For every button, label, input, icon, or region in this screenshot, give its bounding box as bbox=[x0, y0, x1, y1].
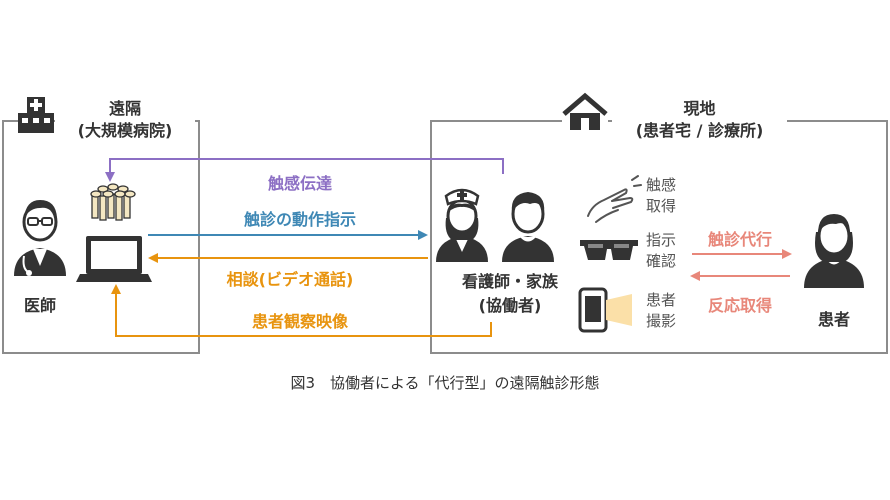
exam-instruction-label: 触診の動作指示 bbox=[243, 210, 356, 229]
patient-icon bbox=[804, 214, 864, 288]
haptic-transmission-label: 触感伝達 bbox=[267, 174, 332, 193]
filming-line-2: 撮影 bbox=[646, 312, 677, 330]
proxy-palpation-label: 触診代行 bbox=[707, 230, 772, 249]
remote-site-subtitle: (大規模病院) bbox=[77, 121, 173, 140]
tactile-array-icon bbox=[90, 183, 136, 221]
response-acquisition-label: 反応取得 bbox=[707, 296, 772, 315]
smartphone-icon bbox=[578, 287, 632, 333]
remote-site-title: 遠隔 bbox=[108, 99, 141, 118]
observation-video-label: 患者観察映像 bbox=[251, 312, 348, 331]
smart-glasses-icon bbox=[580, 240, 638, 260]
local-site-label: 現地 (患者宅 / 診療所) bbox=[612, 98, 787, 142]
nurse-family-label: 看護師・家族 (協働者) bbox=[425, 270, 595, 318]
filming-device-label: 患者 撮影 bbox=[646, 290, 676, 332]
patient-label: 患者 bbox=[817, 310, 850, 329]
instruction-line-2: 確認 bbox=[646, 252, 677, 270]
collaborator-label: (協働者) bbox=[478, 296, 542, 315]
family-member-icon bbox=[502, 192, 554, 262]
figure-caption: 図3 協働者による「代行型」の遠隔触診形態 bbox=[290, 374, 600, 392]
home-icon bbox=[562, 92, 608, 130]
haptic-transmission-arrow bbox=[105, 158, 504, 182]
doctor-label: 医師 bbox=[23, 296, 56, 315]
consultation-label: 相談(ビデオ通話) bbox=[226, 270, 354, 289]
haptic-line-1: 触感 bbox=[646, 176, 677, 194]
hand-touch-icon bbox=[587, 175, 642, 223]
hospital-icon bbox=[18, 96, 54, 133]
local-site-title: 現地 bbox=[683, 99, 716, 118]
local-site-subtitle: (患者宅 / 診療所) bbox=[635, 121, 764, 140]
haptic-line-2: 取得 bbox=[646, 197, 677, 215]
haptic-device-label: 触感 取得 bbox=[646, 175, 676, 217]
filming-line-1: 患者 bbox=[646, 291, 677, 309]
remote-site-label: 遠隔 (大規模病院) bbox=[55, 98, 195, 142]
doctor-icon bbox=[14, 200, 66, 276]
nurse-icon bbox=[436, 188, 488, 262]
observation-video-arrow bbox=[111, 284, 492, 337]
laptop-icon bbox=[76, 236, 152, 282]
nurse-family-name: 看護師・家族 bbox=[461, 272, 558, 291]
instruction-line-1: 指示 bbox=[646, 231, 677, 249]
instruction-device-label: 指示 確認 bbox=[646, 230, 676, 272]
